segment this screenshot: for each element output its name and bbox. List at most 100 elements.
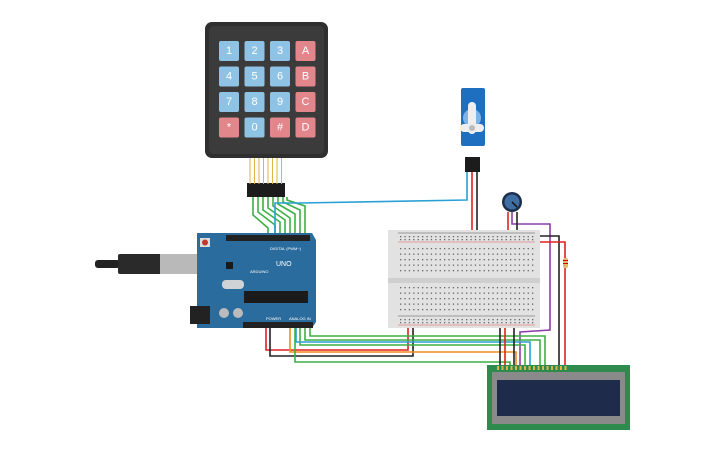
breadboard-hole[interactable] (470, 270, 472, 272)
breadboard-hole[interactable] (417, 248, 419, 250)
potentiometer[interactable] (502, 192, 522, 212)
breadboard-hole[interactable] (408, 292, 411, 294)
breadboard-hole[interactable] (408, 298, 411, 300)
green-wire[interactable] (282, 197, 301, 237)
breadboard-hole[interactable] (408, 248, 411, 250)
breadboard-hole[interactable] (448, 264, 450, 266)
breadboard-hole[interactable] (413, 319, 415, 321)
breadboard-hole[interactable] (448, 270, 450, 272)
breadboard-hole[interactable] (518, 309, 521, 311)
breadboard-hole[interactable] (448, 319, 450, 321)
breadboard-hole[interactable] (426, 309, 428, 311)
breadboard-hole[interactable] (532, 319, 534, 321)
breadboard-hole[interactable] (444, 322, 446, 324)
key-1[interactable]: 1 (219, 41, 239, 61)
breadboard-hole[interactable] (408, 319, 411, 321)
breadboard-hole[interactable] (483, 253, 485, 255)
breadboard-hole[interactable] (439, 322, 441, 324)
breadboard-hole[interactable] (510, 253, 512, 255)
breadboard-hole[interactable] (448, 298, 450, 300)
breadboard-hole[interactable] (404, 303, 406, 305)
breadboard-hole[interactable] (435, 259, 437, 261)
breadboard-hole[interactable] (444, 270, 446, 272)
breadboard-hole[interactable] (483, 309, 485, 311)
breadboard-hole[interactable] (523, 292, 525, 294)
breadboard-hole[interactable] (461, 319, 463, 321)
breadboard-hole[interactable] (510, 239, 512, 241)
breadboard-hole[interactable] (457, 259, 459, 261)
breadboard-hole[interactable] (430, 259, 433, 261)
breadboard-hole[interactable] (408, 264, 411, 266)
breadboard-hole[interactable] (527, 270, 529, 272)
breadboard-hole[interactable] (448, 322, 450, 324)
breadboard-hole[interactable] (532, 259, 534, 261)
key-3[interactable]: 3 (270, 41, 290, 61)
breadboard-hole[interactable] (439, 270, 441, 272)
breadboard-hole[interactable] (514, 319, 516, 321)
breadboard-hole[interactable] (444, 264, 446, 266)
breadboard-hole[interactable] (444, 253, 446, 255)
breadboard-hole[interactable] (426, 298, 428, 300)
breadboard-hole[interactable] (466, 239, 468, 241)
breadboard-hole[interactable] (422, 253, 424, 255)
breadboard-hole[interactable] (474, 303, 477, 305)
breadboard-hole[interactable] (448, 259, 450, 261)
breadboard-hole[interactable] (400, 319, 402, 321)
breadboard-hole[interactable] (510, 259, 512, 261)
breadboard-hole[interactable] (518, 248, 521, 250)
breadboard-hole[interactable] (483, 319, 485, 321)
breadboard-hole[interactable] (400, 298, 402, 300)
breadboard-hole[interactable] (501, 322, 503, 324)
breadboard-hole[interactable] (426, 322, 428, 324)
breadboard-hole[interactable] (532, 264, 534, 266)
breadboard-hole[interactable] (457, 270, 459, 272)
key-5[interactable]: 5 (244, 66, 265, 87)
breadboard-hole[interactable] (413, 298, 415, 300)
breadboard-hole[interactable] (457, 287, 459, 289)
breadboard-hole[interactable] (510, 322, 512, 324)
breadboard-hole[interactable] (461, 253, 463, 255)
breadboard-hole[interactable] (400, 253, 402, 255)
breadboard-hole[interactable] (430, 239, 433, 241)
breadboard-hole[interactable] (435, 298, 437, 300)
breadboard-hole[interactable] (408, 239, 411, 241)
breadboard-hole[interactable] (404, 298, 406, 300)
breadboard-hole[interactable] (426, 303, 428, 305)
breadboard-hole[interactable] (523, 264, 525, 266)
breadboard-hole[interactable] (417, 239, 419, 241)
breadboard-hole[interactable] (435, 309, 437, 311)
breadboard-hole[interactable] (527, 259, 529, 261)
breadboard-hole[interactable] (466, 270, 468, 272)
breadboard-hole[interactable] (488, 319, 490, 321)
breadboard-hole[interactable] (523, 319, 525, 321)
breadboard-hole[interactable] (483, 287, 485, 289)
breadboard-hole[interactable] (488, 264, 490, 266)
breadboard-hole[interactable] (527, 298, 529, 300)
breadboard-hole[interactable] (452, 319, 455, 321)
breadboard-hole[interactable] (457, 236, 459, 238)
key-8[interactable]: 8 (244, 92, 265, 112)
breadboard-hole[interactable] (492, 298, 494, 300)
breadboard-hole[interactable] (422, 292, 424, 294)
green-wire[interactable] (252, 197, 269, 237)
breadboard-hole[interactable] (413, 236, 415, 238)
breadboard-hole[interactable] (470, 236, 472, 238)
breadboard-hole[interactable] (483, 298, 485, 300)
breadboard-hole[interactable] (488, 322, 490, 324)
breadboard-hole[interactable] (430, 298, 433, 300)
breadboard-hole[interactable] (400, 322, 402, 324)
breadboard-hole[interactable] (496, 322, 499, 324)
breadboard-hole[interactable] (523, 248, 525, 250)
breadboard-hole[interactable] (457, 319, 459, 321)
breadboard-hole[interactable] (496, 236, 499, 238)
breadboard-hole[interactable] (448, 253, 450, 255)
breadboard-hole[interactable] (426, 287, 428, 289)
breadboard-hole[interactable] (479, 303, 481, 305)
breadboard-hole[interactable] (426, 259, 428, 261)
breadboard-hole[interactable] (461, 270, 463, 272)
breadboard-hole[interactable] (400, 259, 402, 261)
breadboard-hole[interactable] (505, 248, 507, 250)
breadboard-hole[interactable] (527, 287, 529, 289)
breadboard-hole[interactable] (514, 309, 516, 311)
blue-wire[interactable] (295, 325, 531, 368)
